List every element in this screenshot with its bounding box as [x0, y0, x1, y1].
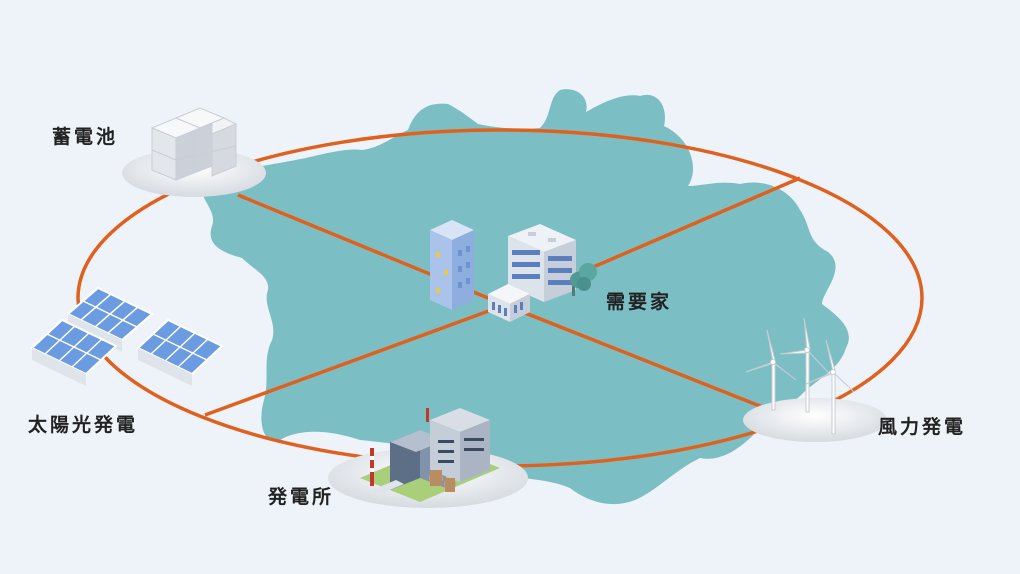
wind-platform — [743, 398, 887, 442]
battery-cabinet-icon — [150, 107, 238, 181]
office-building-icon — [430, 220, 576, 322]
tree-icon — [570, 263, 597, 296]
solar-label: 太陽光発電 — [28, 414, 139, 436]
wind-label: 風力発電 — [878, 416, 967, 438]
link-demand-wind — [504, 303, 776, 414]
link-solar-demand — [204, 303, 506, 417]
power-plant-icon — [360, 408, 500, 502]
battery-label: 蓄電池 — [52, 126, 119, 148]
demand-label: 需要家 — [606, 291, 673, 313]
power-plant-label: 発電所 — [268, 486, 335, 508]
wind-turbine-icon — [745, 317, 855, 435]
solar-panel-icon — [30, 286, 224, 386]
